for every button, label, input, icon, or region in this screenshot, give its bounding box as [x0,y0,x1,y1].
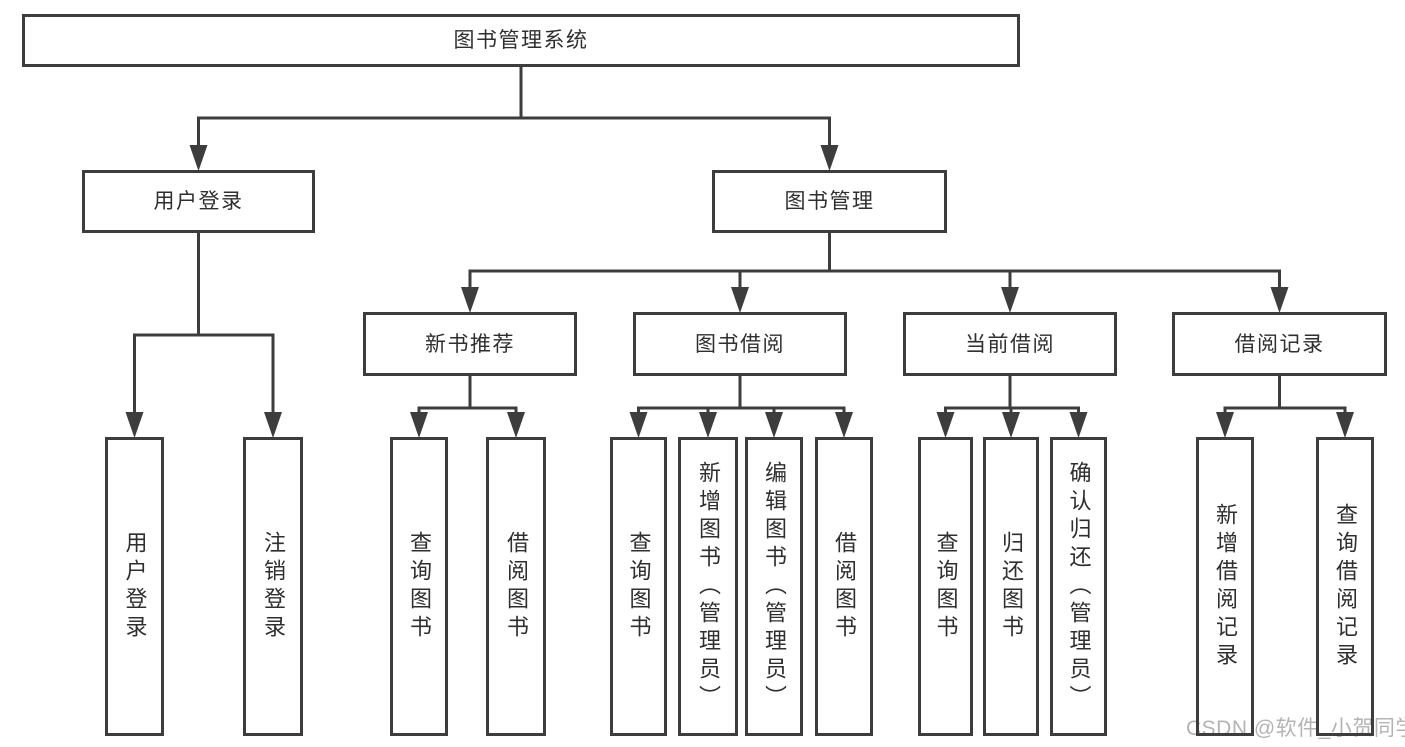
node-label-leaf-logout: 注销登录 [261,530,286,643]
node-leaf-borrow-book-1: 借阅图书 [486,437,546,736]
node-label-leaf-add-record: 新增借阅记录 [1213,502,1238,671]
arrowhead-icon [699,412,717,438]
node-leaf-edit-book: 编辑图书（管理员） [745,437,803,736]
node-label-borrow-records: 借阅记录 [1234,332,1325,356]
node-label-leaf-borrow-book-1: 借阅图书 [504,530,529,643]
arrowhead-icon [507,412,525,438]
arrowhead-icon [820,145,839,171]
node-label-book-borrow: 图书借阅 [695,332,785,356]
arrowhead-icon [461,287,479,313]
node-leaf-query-book-1: 查询图书 [390,437,448,736]
arrowhead-icon [1270,287,1289,313]
arrowhead-icon [1002,412,1020,438]
node-label-leaf-query-book-3: 查询图书 [933,530,959,643]
node-label-user-login: 用户登录 [153,190,244,213]
node-leaf-confirm-return: 确认归还（管理员） [1050,437,1107,736]
node-label-leaf-edit-book: 编辑图书（管理员） [762,460,787,713]
node-label-root: 图书管理系统 [453,29,589,52]
node-label-leaf-query-book-2: 查询图书 [626,530,652,643]
arrowhead-icon [936,412,955,438]
arrowhead-icon [410,412,428,438]
node-book-mgmt: 图书管理 [712,170,947,233]
node-label-leaf-return-book: 归还图书 [999,530,1024,643]
node-user-login: 用户登录 [82,170,315,233]
node-leaf-query-record: 查询借阅记录 [1316,437,1374,736]
arrowhead-icon [835,412,853,438]
node-new-book-rec: 新书推荐 [363,312,577,376]
node-leaf-user-login: 用户登录 [105,437,164,736]
node-label-current-borrow: 当前借阅 [965,332,1055,356]
node-leaf-add-record: 新增借阅记录 [1196,437,1254,736]
node-leaf-borrow-book-2: 借阅图书 [815,437,873,736]
arrowhead-icon [1069,412,1088,438]
node-leaf-logout: 注销登录 [243,437,303,736]
node-current-borrow: 当前借阅 [903,312,1117,376]
arrowhead-icon [264,412,282,438]
node-label-leaf-borrow-book-2: 借阅图书 [832,530,857,643]
node-label-leaf-query-record: 查询借阅记录 [1333,502,1358,671]
node-label-leaf-query-book-1: 查询图书 [407,530,432,643]
arrowhead-icon [1216,412,1234,438]
node-leaf-add-book: 新增图书（管理员） [678,437,738,736]
arrowhead-icon [125,412,144,438]
node-borrow-records: 借阅记录 [1172,312,1387,376]
node-label-leaf-confirm-return: 确认归还（管理员） [1066,460,1092,713]
node-book-borrow: 图书借阅 [633,312,847,376]
watermark: CSDN @软件_小贺同学 [1186,717,1405,740]
node-leaf-return-book: 归还图书 [983,437,1039,736]
arrowhead-icon [189,145,208,171]
node-leaf-query-book-2: 查询图书 [610,437,667,736]
arrowhead-icon [629,412,648,438]
arrowhead-icon [765,412,783,438]
arrowhead-icon [1001,287,1019,313]
node-label-leaf-add-book: 新增图书（管理员） [696,460,721,713]
arrowhead-icon [1336,412,1354,438]
node-leaf-query-book-3: 查询图书 [918,437,973,736]
node-label-new-book-rec: 新书推荐 [425,332,515,356]
node-label-book-mgmt: 图书管理 [784,190,875,213]
node-label-leaf-user-login: 用户登录 [122,530,148,643]
arrowhead-icon [731,287,749,313]
node-root: 图书管理系统 [22,14,1020,67]
